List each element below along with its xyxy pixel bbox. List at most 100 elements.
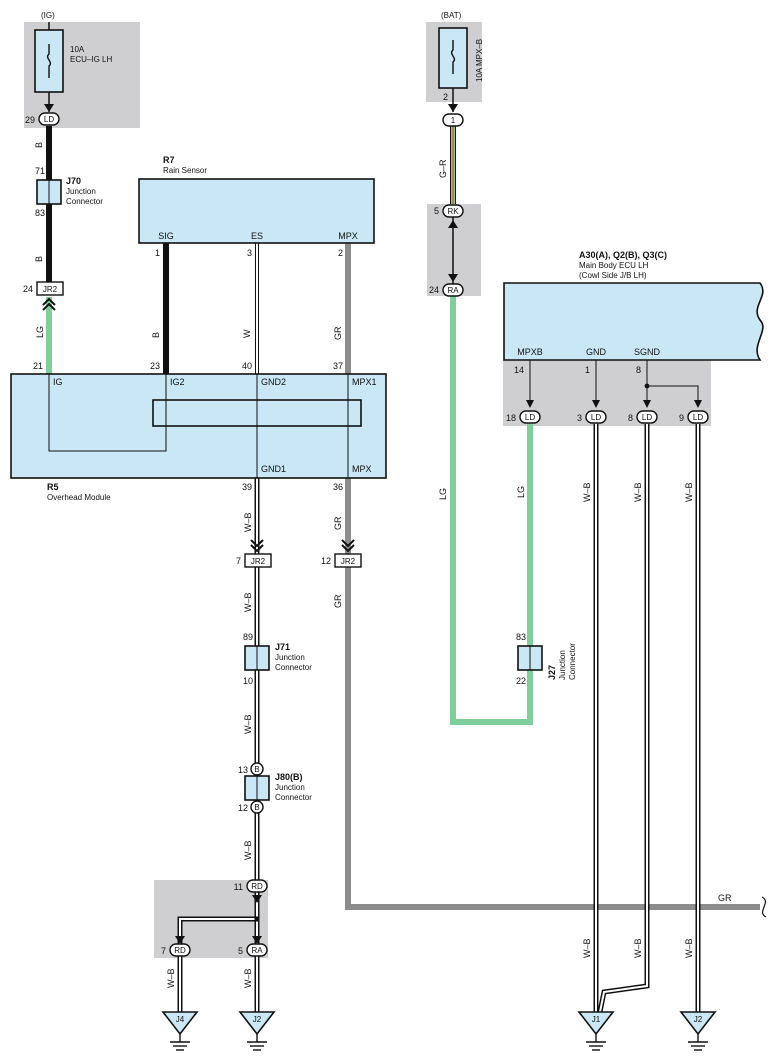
wire-label-wb1: W–B (243, 512, 253, 532)
rk-ra-shade (427, 204, 481, 296)
ecu-int-sgnd-branch (647, 385, 699, 404)
pin-ra-5-num: 5 (238, 946, 243, 956)
jr2-c-code: JR2 (341, 557, 356, 566)
pin-ra-top (442, 283, 464, 297)
arrow-ra-5 (252, 936, 262, 944)
pin-ld-3-num: 3 (577, 413, 582, 423)
wire-label-gr2: GR (333, 516, 343, 530)
pin-ig-ld-code: LD (44, 115, 54, 124)
r5-num-ig: 21 (33, 361, 43, 371)
r7-num-es: 3 (247, 248, 252, 258)
j80-pin-bottom-letter: B (254, 803, 259, 812)
arrow-ecu-gnd (592, 400, 600, 408)
j27-pin-bottom: 22 (516, 676, 526, 686)
pin-rd-7-code: RD (174, 946, 186, 955)
arrow-ecu-mpxb (526, 400, 534, 408)
wire-label-wb8: W–B (633, 482, 643, 502)
pin-rd-11-num: 11 (234, 882, 243, 892)
r7-pin-mpx: MPX (338, 231, 358, 241)
wire-label-wb12: W–B (684, 938, 694, 958)
wire-label-b3: B (151, 332, 161, 338)
j80-line1: Junction (275, 783, 305, 792)
jr2-b-chevron2 (250, 544, 264, 553)
r5-pin-mpx1: MPX1 (352, 377, 377, 387)
wire-gr-bottom (345, 478, 760, 910)
jr2-c-num: 12 (321, 556, 331, 566)
ecu-id: A30(A), Q2(B), Q3(C) (579, 250, 667, 260)
pin-bat-1-code: 1 (451, 116, 456, 125)
ecu-line1: Main Body ECU LH (579, 261, 649, 270)
r5-num-mpx: 36 (333, 482, 343, 492)
pin-bat-1 (442, 113, 464, 127)
arrow-fuse-ig (44, 104, 54, 112)
ground-j2a: J2 (238, 1011, 276, 1051)
j80-pin-top-circle (250, 762, 264, 776)
ecu-pin-mpxb: MPXB (517, 347, 543, 357)
pin-ld-9-code: LD (693, 413, 703, 422)
wire-label-gr-right: GR (718, 893, 732, 903)
r7-num-mpx: 2 (338, 248, 343, 258)
jr2-a-chevron2 (42, 302, 56, 311)
jr2-a-box (36, 281, 64, 296)
wire-label-gr3: GR (333, 594, 343, 608)
pin-rd-11-code: RD (251, 882, 263, 891)
fuse-ig-supply: (IG) (41, 11, 55, 20)
j27-line2: Connector (568, 643, 577, 680)
pin-ld-18-code: LD (525, 413, 535, 422)
wire-wb-sgnd (599, 424, 648, 1013)
j70-id: J70 (66, 176, 81, 186)
j71-line2: Connector (275, 663, 312, 672)
j71-pin-top: 89 (243, 632, 253, 642)
wire-label-lg3: LG (516, 486, 526, 498)
r5-num-mpx1: 37 (333, 361, 343, 371)
pin-ld-9-num: 9 (679, 413, 684, 423)
jr2-a-num: 24 (23, 284, 33, 294)
j71-pin-bottom: 10 (243, 676, 253, 686)
r5-int-ig (48, 374, 167, 452)
wire-label-lg1: LG (35, 326, 45, 338)
pin-rd-11 (246, 879, 268, 893)
j70-pin-top: 71 (35, 166, 45, 176)
ground-j4-label: J4 (176, 1015, 185, 1024)
wire-lg-mpxb (450, 296, 533, 725)
j27-id: J27 (547, 665, 557, 680)
r7-pin-sig: SIG (158, 231, 174, 241)
fuse-ig-rating: 10A (70, 45, 85, 54)
ecu-line2: (Cowl Side J/B LH) (579, 271, 647, 280)
r5-pin-gnd1: GND1 (261, 464, 286, 474)
pin-ld-8 (636, 410, 658, 424)
wire-label-wb5: W–B (166, 968, 176, 988)
jr2-b-code: JR2 (251, 557, 266, 566)
r5-id: R5 (47, 482, 59, 492)
j80-id: J80(B) (275, 772, 303, 782)
j27-line1: Junction (558, 650, 567, 680)
ecu-sgnd-splice (644, 383, 650, 389)
wire-label-b2: B (34, 256, 44, 262)
j71-line1: Junction (275, 653, 305, 662)
ground-j4: J4 (161, 1011, 199, 1051)
ecu-pin-sgnd: SGND (634, 347, 661, 357)
wire-label-wb10: W–B (582, 938, 592, 958)
ground-j1-label: J1 (592, 1015, 601, 1024)
ecu-num-sgnd: 8 (636, 365, 641, 375)
arrow-ecu-9 (694, 400, 702, 408)
wire-label-wb6: W–B (243, 968, 253, 988)
pin-ld-18-num: 18 (506, 413, 516, 423)
pin-ra-5 (246, 943, 268, 957)
pin-rk-code: RK (447, 207, 459, 216)
j80-line2: Connector (275, 793, 312, 802)
j70-pin-bottom: 83 (35, 208, 45, 218)
fuse-bat-pin-num: 2 (443, 92, 448, 102)
pin-ra-top-num: 24 (429, 285, 439, 295)
j80-pin-top: 13 (238, 765, 248, 775)
fuse-ig-name: ECU–IG LH (70, 55, 112, 64)
jr2-c-chevron1 (341, 539, 355, 548)
wire-label-wb4: W–B (243, 840, 253, 860)
fuse-bat-label: 10A MPX–B (475, 39, 484, 82)
pin-ig-ld (38, 112, 60, 126)
ecu-num-gnd: 1 (585, 365, 590, 375)
fuse-bat-supply: (BAT) (441, 11, 462, 20)
j80-pin-top-letter: B (254, 765, 259, 774)
wire-gr-break (761, 896, 767, 918)
r7-id: R7 (163, 155, 175, 165)
